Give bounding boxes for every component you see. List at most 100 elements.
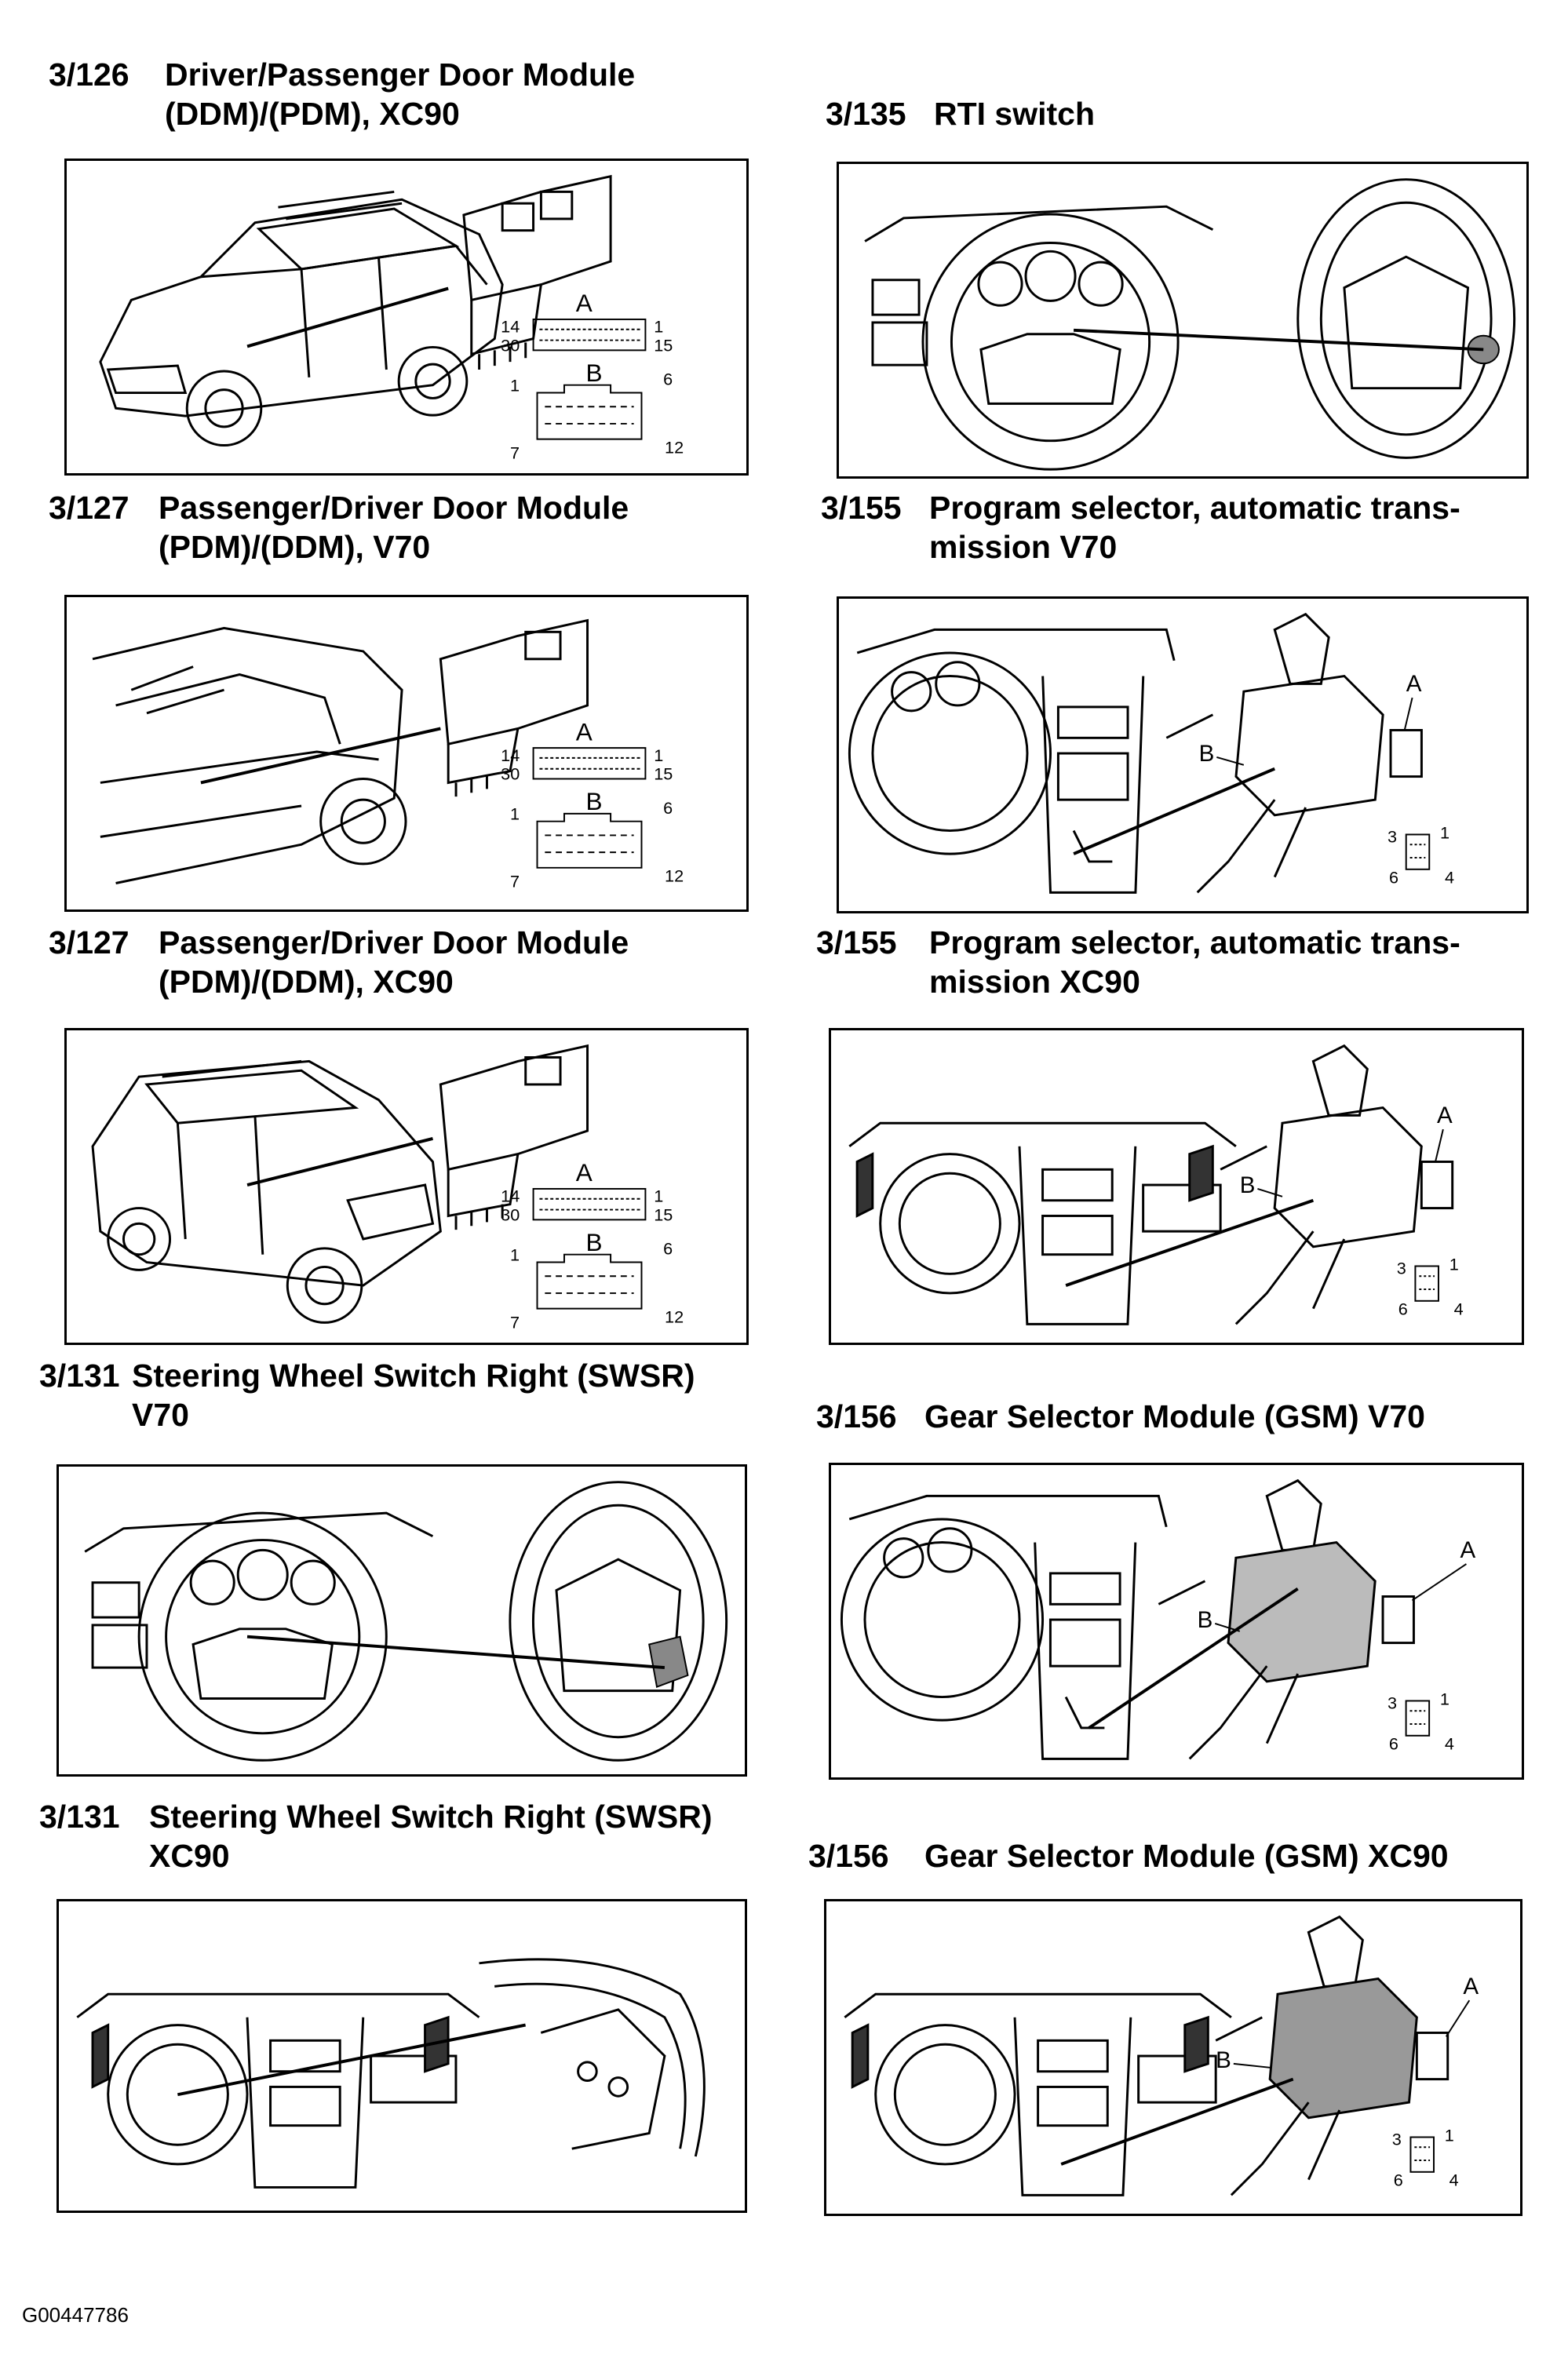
connector-a: A 14 30 1 15 bbox=[501, 1158, 673, 1224]
gear-selector-diagram: A B 1 3 4 6 bbox=[840, 1478, 1476, 1760]
diagram-frame: A B 1 3 4 6 bbox=[824, 1899, 1522, 2216]
wheel-detail-illustration bbox=[1296, 178, 1516, 459]
wheel-switch-illustration bbox=[479, 1958, 706, 2157]
entry-title-line1: Gear Selector Module (GSM) V70 bbox=[924, 1398, 1425, 1434]
selector-illustration bbox=[1215, 1915, 1449, 2196]
pin-label: 6 bbox=[1398, 1299, 1408, 1319]
connector-b-label: B bbox=[586, 1228, 603, 1256]
location-pointer bbox=[1060, 2077, 1294, 2166]
pin-label: 1 bbox=[654, 317, 663, 337]
entry-title-line2: (PDM)/(DDM), V70 bbox=[159, 529, 431, 565]
pin-label: 3 bbox=[1397, 1258, 1406, 1278]
small-connector: 1 3 4 6 bbox=[1387, 822, 1454, 887]
entry-title-line1: Passenger/Driver Door Module bbox=[159, 490, 629, 526]
entry-title-line1: Steering Wheel Switch Right (SWSR) bbox=[149, 1799, 713, 1835]
pin-label: 3 bbox=[1387, 826, 1397, 846]
connector-b-label: B bbox=[586, 787, 603, 815]
dashboard-illustration bbox=[848, 628, 1176, 894]
location-pointer bbox=[200, 727, 441, 785]
entry-title-line2: XC90 bbox=[149, 1838, 230, 1874]
pin-label: 1 bbox=[510, 1245, 520, 1265]
entry-title-line1: Passenger/Driver Door Module bbox=[159, 924, 629, 960]
small-connector: 1 3 4 6 bbox=[1387, 1689, 1454, 1753]
door-module bbox=[439, 1044, 589, 1230]
door-module-diagram: A 14 30 1 15 B 1 6 7 12 bbox=[99, 174, 684, 462]
connector-a: A 14 30 1 15 bbox=[501, 289, 673, 355]
location-pointer bbox=[246, 286, 449, 348]
door-module-diagram: A 14 30 1 15 B 1 6 7 12 bbox=[91, 1044, 684, 1332]
connector-b-label: B bbox=[1198, 1607, 1213, 1633]
pin-label: 7 bbox=[510, 443, 520, 462]
pin-label: 6 bbox=[663, 1239, 673, 1259]
selector-illustration bbox=[1220, 1044, 1454, 1325]
dashboard-illustration bbox=[76, 1992, 480, 2189]
steering-wheel-diagram bbox=[76, 1958, 706, 2189]
pin-label: 14 bbox=[501, 745, 520, 765]
entry-title-line1: RTI switch bbox=[934, 96, 1096, 132]
diagram-frame bbox=[837, 162, 1529, 479]
diagram-frame: A B 1 3 4 6 bbox=[837, 596, 1529, 913]
pin-label: 12 bbox=[665, 866, 684, 886]
location-pointer bbox=[177, 2023, 526, 2097]
gear-selector-diagram: A B 1 3 4 6 bbox=[848, 1044, 1464, 1325]
door-module bbox=[439, 618, 589, 797]
dashboard-illustration bbox=[848, 1121, 1237, 1325]
entry-title-line2: (DDM)/(PDM), XC90 bbox=[165, 96, 460, 132]
location-pointer bbox=[246, 1635, 665, 1670]
connector-a-label: A bbox=[576, 289, 593, 317]
selector-illustration bbox=[1158, 1478, 1415, 1760]
connector-a-label: A bbox=[576, 717, 593, 745]
entry-title-line1: Steering Wheel Switch Right (SWSR) bbox=[132, 1358, 695, 1394]
diagram-frame: A 14 30 1 15 B 1 6 7 12 bbox=[64, 595, 749, 912]
entry-number: 3/131 bbox=[39, 1799, 120, 1835]
entry-title-line2: V70 bbox=[132, 1397, 189, 1433]
connector-a-label: A bbox=[1437, 1103, 1453, 1128]
connector-a-label: A bbox=[1463, 1974, 1479, 1999]
pin-label: 1 bbox=[1440, 822, 1449, 842]
entry-number: 3/126 bbox=[49, 56, 129, 93]
dashboard-wheel-illustration bbox=[84, 1511, 434, 1762]
pin-label: 14 bbox=[501, 317, 520, 337]
pin-label: 4 bbox=[1449, 2171, 1459, 2190]
pin-label: 7 bbox=[510, 871, 520, 891]
connector-a-label: A bbox=[1460, 1537, 1476, 1563]
entry-title-line2: (PDM)/(DDM), XC90 bbox=[159, 964, 454, 1000]
wheel-detail-illustration bbox=[509, 1481, 728, 1762]
diagram-frame: A 14 30 1 15 B 1 6 7 12 bbox=[64, 159, 749, 476]
connector-b: B 1 6 7 12 bbox=[510, 787, 684, 891]
suv-illustration bbox=[99, 190, 504, 447]
small-connector: 1 3 4 6 bbox=[1397, 1254, 1464, 1318]
location-pointer bbox=[1088, 1587, 1299, 1730]
entry-number: 3/127 bbox=[49, 490, 129, 526]
connector-b-label: B bbox=[1216, 2047, 1231, 2073]
pin-label: 4 bbox=[1454, 1299, 1464, 1319]
pin-label: 6 bbox=[663, 798, 673, 818]
selector-illustration bbox=[1165, 612, 1423, 894]
entry-title-line1: Driver/Passenger Door Module bbox=[165, 56, 636, 93]
connector-b-label: B bbox=[1199, 741, 1215, 767]
connector-b-label: B bbox=[586, 359, 603, 387]
location-pointer bbox=[1065, 1198, 1315, 1287]
steering-wheel-diagram bbox=[864, 178, 1516, 471]
diagram-frame bbox=[57, 1464, 747, 1777]
entry-number: 3/131 bbox=[39, 1358, 120, 1394]
entry-number: 3/156 bbox=[808, 1838, 889, 1874]
pin-label: 1 bbox=[510, 376, 520, 395]
location-pointer bbox=[246, 1137, 433, 1186]
figure-code: G00447786 bbox=[22, 2303, 129, 2327]
location-pointer bbox=[1073, 767, 1276, 855]
car-door-illustration bbox=[92, 626, 407, 884]
entry-title-line2: mission V70 bbox=[929, 529, 1118, 565]
small-connector: 1 3 4 6 bbox=[1392, 2125, 1459, 2189]
diagram-frame: A 14 30 1 15 B 1 6 7 12 bbox=[64, 1028, 749, 1345]
pin-label: 15 bbox=[654, 764, 673, 783]
connector-b: B 1 6 7 12 bbox=[510, 1228, 684, 1332]
connector-a: A 14 30 1 15 bbox=[501, 717, 673, 783]
dashboard-illustration bbox=[840, 1494, 1168, 1760]
pin-label: 7 bbox=[510, 1312, 520, 1332]
pin-label: 3 bbox=[1387, 1693, 1397, 1712]
pin-label: 1 bbox=[654, 745, 663, 765]
dashboard-wheel-illustration bbox=[864, 205, 1214, 471]
pin-label: 6 bbox=[1389, 868, 1398, 888]
entry-number: 3/127 bbox=[49, 924, 129, 960]
